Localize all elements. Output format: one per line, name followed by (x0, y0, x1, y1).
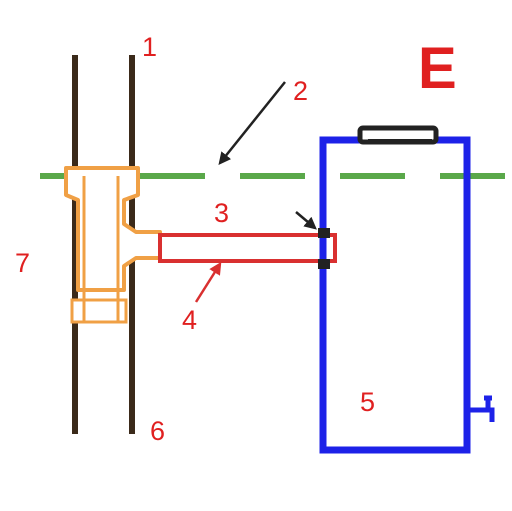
tank (319, 125, 471, 454)
branch-pipe (158, 233, 337, 263)
arrow-to-seal (295, 211, 317, 230)
label-7: 7 (15, 248, 30, 278)
tank-lid (357, 125, 439, 145)
label-2: 2 (293, 76, 308, 106)
tee-fitting (64, 166, 162, 324)
label-3: 3 (214, 198, 229, 228)
arrow-to-ground-line (218, 81, 286, 165)
label-6: 6 (150, 416, 165, 446)
seal-top (318, 228, 330, 238)
label-5: 5 (360, 387, 375, 417)
title-letter: E (418, 36, 457, 101)
label-1: 1 (142, 32, 157, 62)
tap-icon (470, 395, 495, 422)
seal-bottom (318, 259, 330, 269)
label-4: 4 (182, 305, 197, 335)
arrow-to-branch-pipe (194, 261, 222, 303)
